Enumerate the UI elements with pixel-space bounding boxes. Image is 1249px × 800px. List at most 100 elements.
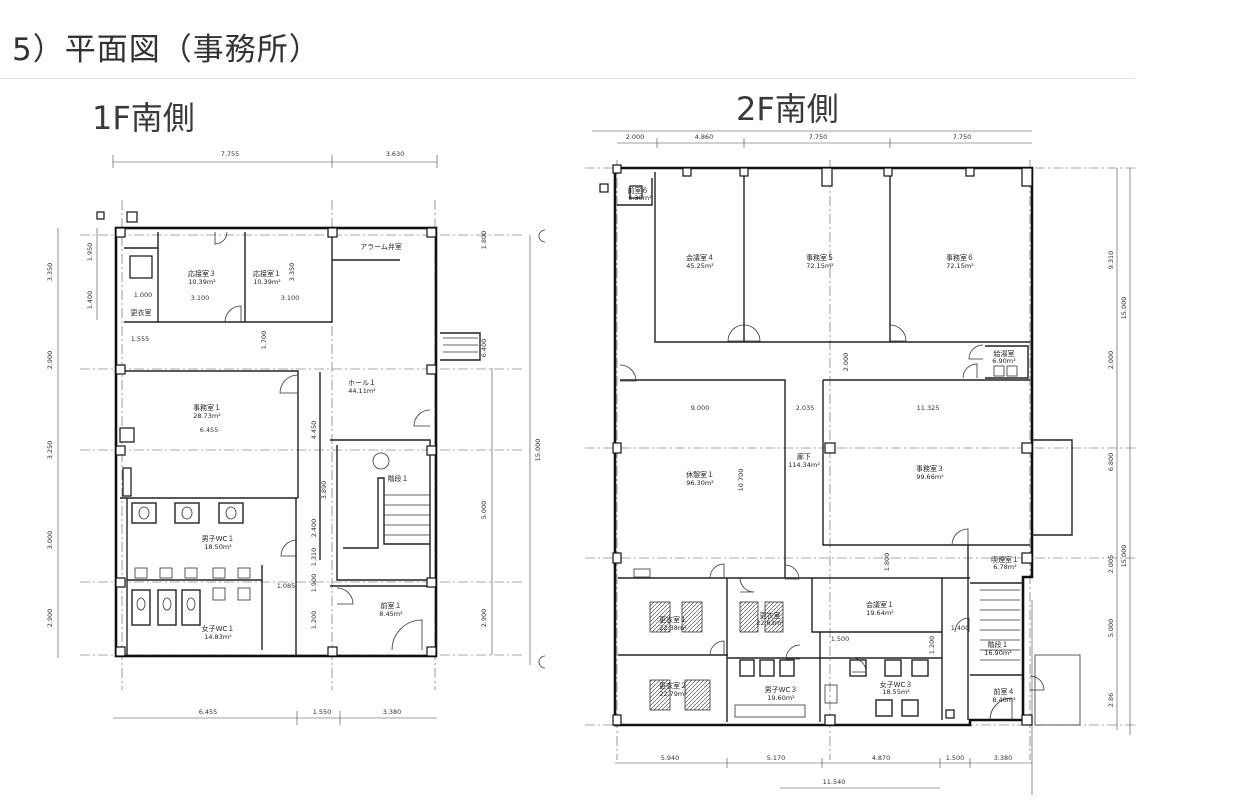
f1-room-name: 更衣室 bbox=[131, 308, 152, 317]
f2-room-name: 前室６ bbox=[628, 186, 649, 195]
svg-text:1.500: 1.500 bbox=[831, 635, 850, 643]
floor1-interior-walls bbox=[120, 232, 481, 656]
svg-text:3.890: 3.890 bbox=[320, 481, 328, 500]
f2-room-name: 給湯室 bbox=[994, 349, 1015, 358]
svg-text:1.550: 1.550 bbox=[313, 708, 332, 716]
svg-text:2.400: 2.400 bbox=[310, 519, 318, 538]
f1-room-area: 44.11m² bbox=[348, 387, 376, 395]
floor1-room-labels: 応接室３ 10.39m² 応接室１ 10.39m² アラーム弁室 更衣室 ホール… bbox=[131, 242, 409, 641]
svg-text:2.000: 2.000 bbox=[1107, 351, 1115, 370]
svg-text:10.700: 10.700 bbox=[737, 469, 745, 492]
svg-text:1.310: 1.310 bbox=[310, 548, 318, 567]
svg-text:5.170: 5.170 bbox=[767, 754, 786, 762]
f2-room-area: 114.34m² bbox=[788, 461, 820, 469]
floor1-outer-wall bbox=[114, 226, 438, 658]
f2-room-name: 男子WC３ bbox=[765, 686, 798, 694]
f1-room-area: 10.39m² bbox=[253, 278, 281, 286]
floor2-door-swings bbox=[619, 324, 1045, 721]
svg-text:3.350: 3.350 bbox=[46, 263, 54, 282]
svg-text:3.380: 3.380 bbox=[383, 708, 402, 716]
svg-text:7.755: 7.755 bbox=[221, 150, 240, 158]
svg-text:1.400: 1.400 bbox=[951, 624, 970, 632]
f1-room-area: 8.45m² bbox=[379, 610, 403, 618]
floor1-label: 1F南側 bbox=[92, 99, 195, 137]
svg-text:3.380: 3.380 bbox=[994, 754, 1013, 762]
f2-room-name: 事務室５ bbox=[806, 253, 834, 262]
svg-text:15.000: 15.000 bbox=[1120, 297, 1128, 320]
f2-room-name: 更衣室１ bbox=[659, 615, 687, 624]
svg-text:6.455: 6.455 bbox=[200, 426, 219, 434]
svg-text:1.085: 1.085 bbox=[277, 582, 296, 590]
f2-room-area: 99.66m² bbox=[916, 473, 944, 481]
f1-room-area: 14.83m² bbox=[204, 633, 232, 641]
svg-text:2.000: 2.000 bbox=[842, 353, 850, 372]
floor2-dimension-labels: 2.000 4.860 7.750 7.750 5.940 5.170 4.87… bbox=[626, 133, 1128, 786]
f2-room-area: 22.63m² bbox=[756, 619, 784, 627]
svg-text:7.750: 7.750 bbox=[953, 133, 972, 141]
svg-text:4.870: 4.870 bbox=[872, 754, 891, 762]
floor2-columns bbox=[599, 164, 1033, 726]
svg-text:3.350: 3.350 bbox=[288, 263, 296, 282]
floor2-room-labels: 前室６ 6.30m² 会議室４ 45.25m² 事務室５ 72.15m² 事務室… bbox=[628, 186, 1020, 704]
svg-text:6.455: 6.455 bbox=[199, 708, 218, 716]
f2-room-area: 8.40m² bbox=[992, 696, 1016, 704]
f2-room-area: 6.90m² bbox=[992, 357, 1016, 365]
svg-text:5.940: 5.940 bbox=[661, 754, 680, 762]
f2-room-area: 19.60m² bbox=[767, 694, 795, 702]
svg-text:5.000: 5.000 bbox=[1107, 619, 1115, 638]
f1-room-name: 前室１ bbox=[381, 601, 402, 610]
f1-room-name: ホール１ bbox=[348, 379, 376, 387]
svg-text:1.700: 1.700 bbox=[260, 331, 268, 350]
svg-text:9.310: 9.310 bbox=[1107, 251, 1115, 270]
page-title: 5）平面図（事務所） bbox=[12, 32, 321, 68]
svg-text:2.900: 2.900 bbox=[46, 351, 54, 370]
svg-text:1.200: 1.200 bbox=[928, 636, 936, 655]
f2-room-area: 45.25m² bbox=[686, 262, 714, 270]
svg-text:2.000: 2.000 bbox=[626, 133, 645, 141]
f2-room-area: 6.30m² bbox=[628, 194, 652, 202]
f1-room-name: 応接室３ bbox=[188, 269, 216, 278]
svg-text:2.900: 2.900 bbox=[480, 609, 488, 628]
f2-room-area: 72.15m² bbox=[806, 262, 834, 270]
f2-room-area: 22.38m² bbox=[659, 624, 687, 632]
svg-text:15.000: 15.000 bbox=[1120, 545, 1128, 568]
f1-room-name: 応接室１ bbox=[253, 269, 281, 278]
svg-text:3.630: 3.630 bbox=[386, 150, 405, 158]
floor1-plan: 応接室３ 10.39m² 応接室１ 10.39m² アラーム弁室 更衣室 ホール… bbox=[46, 150, 542, 725]
floor1-toilet-fixtures bbox=[131, 452, 390, 626]
svg-text:3.100: 3.100 bbox=[281, 294, 300, 302]
f1-room-area: 28.73m² bbox=[193, 412, 221, 420]
svg-text:1.200: 1.200 bbox=[310, 611, 318, 630]
svg-text:1.900: 1.900 bbox=[310, 574, 318, 593]
svg-text:2.86: 2.86 bbox=[1107, 693, 1115, 707]
f2-room-area: 18.55m² bbox=[882, 688, 910, 696]
svg-text:15.000: 15.000 bbox=[534, 439, 542, 462]
svg-text:2.035: 2.035 bbox=[796, 404, 815, 412]
floor1-dimension-labels: 7.755 3.630 6.455 1.550 3.380 3.350 2.90… bbox=[46, 150, 542, 716]
svg-text:4.860: 4.860 bbox=[695, 133, 714, 141]
svg-text:1.800: 1.800 bbox=[480, 231, 488, 250]
svg-text:5.000: 5.000 bbox=[480, 501, 488, 520]
f2-room-name: 喫煙室１ bbox=[991, 555, 1019, 564]
svg-text:11.540: 11.540 bbox=[823, 778, 846, 786]
f2-room-name: 会議室４ bbox=[686, 253, 714, 262]
floor2-grid-lines bbox=[585, 160, 1135, 760]
svg-text:4.450: 4.450 bbox=[310, 421, 318, 440]
floor1-dimension-lines bbox=[57, 155, 531, 725]
f1-room-name: 事務室１ bbox=[193, 403, 221, 412]
floor2-locker-hatching bbox=[649, 601, 784, 711]
f2-room-name: 更衣室２ bbox=[659, 681, 687, 690]
svg-text:3.100: 3.100 bbox=[191, 294, 210, 302]
svg-text:9.000: 9.000 bbox=[691, 404, 710, 412]
f1-room-name: 男子WC１ bbox=[202, 535, 235, 543]
f1-room-area: 10.39m² bbox=[188, 278, 216, 286]
f2-room-area: 22.79m² bbox=[659, 690, 687, 698]
floor2-label: 2F南側 bbox=[736, 90, 839, 128]
floor2-plan: 前室６ 6.30m² 会議室４ 45.25m² 事務室５ 72.15m² 事務室… bbox=[585, 130, 1135, 795]
svg-text:1.800: 1.800 bbox=[883, 553, 891, 572]
f1-room-name: 女子WC１ bbox=[202, 624, 235, 633]
f2-room-area: 6.78m² bbox=[993, 563, 1017, 571]
svg-text:3.250: 3.250 bbox=[46, 441, 54, 460]
svg-text:3.000: 3.000 bbox=[46, 531, 54, 550]
